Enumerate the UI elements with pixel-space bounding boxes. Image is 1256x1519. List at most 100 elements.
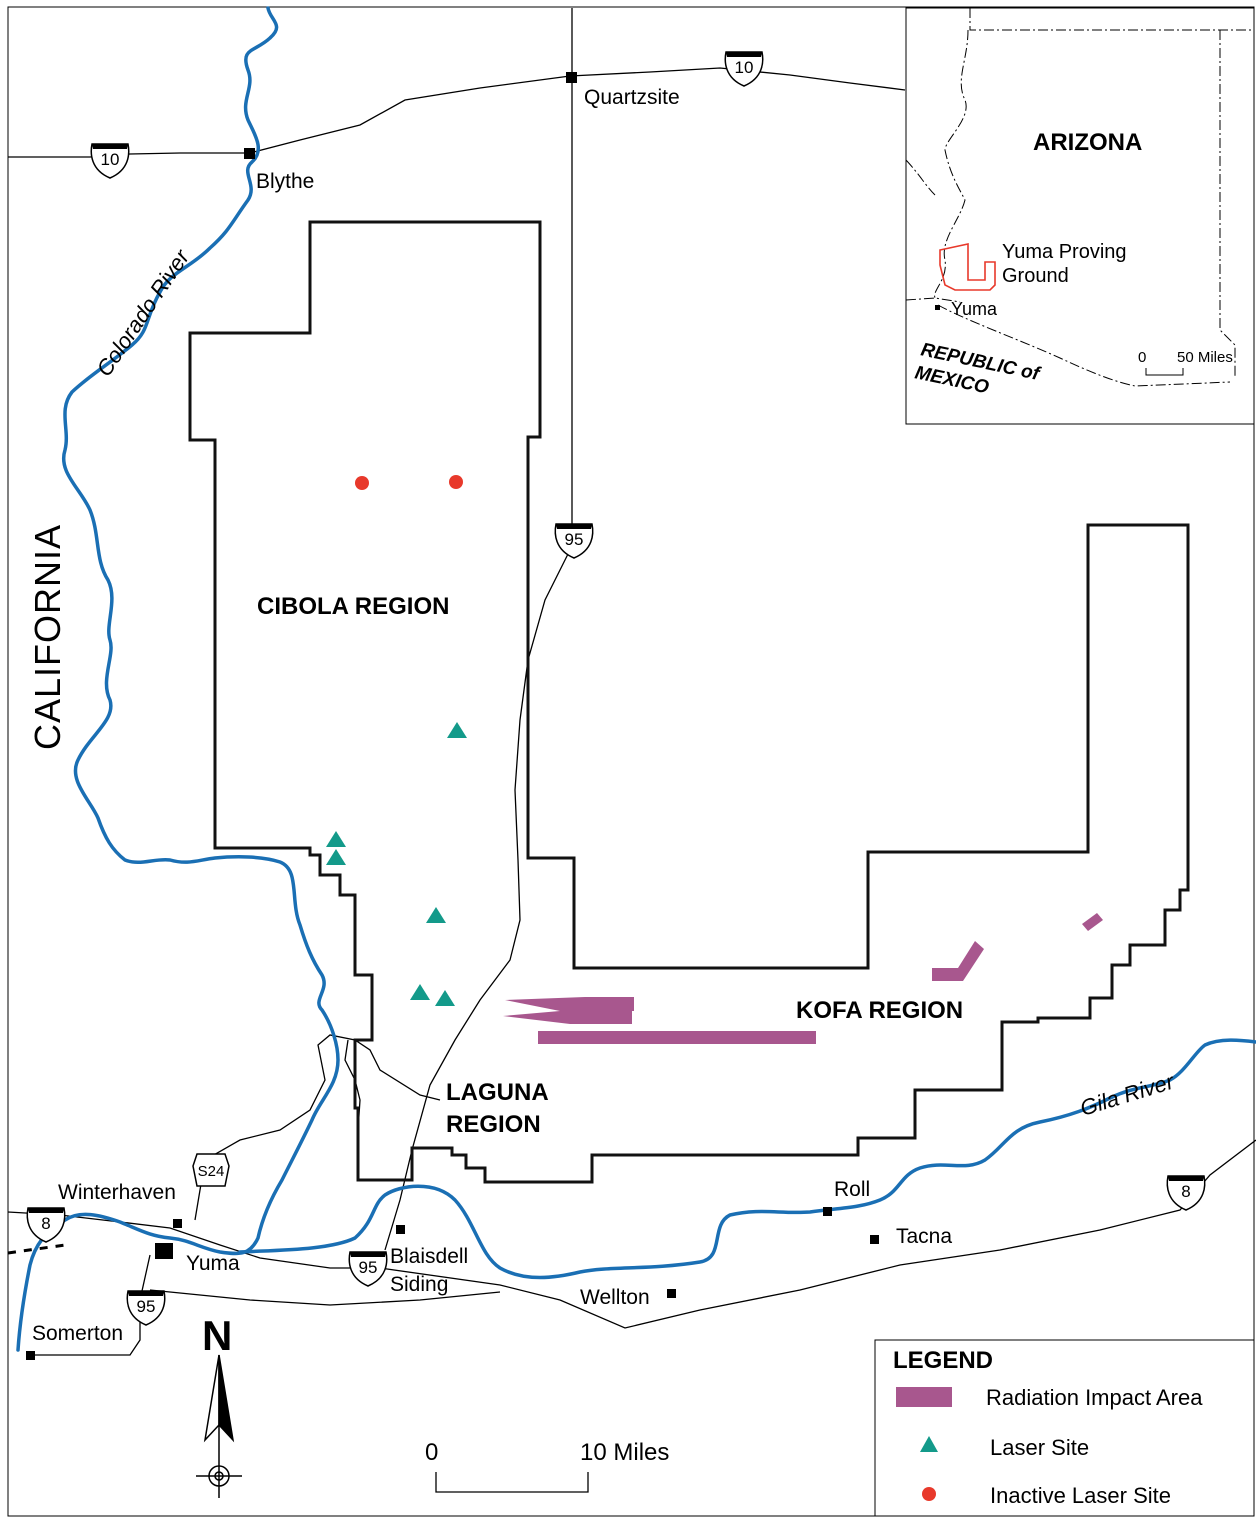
inset-map: ARIZONA Yuma Proving Ground Yuma REPUBLI… (905, 7, 1255, 425)
town-marker-yuma (155, 1243, 173, 1259)
legend-swatch-laser (920, 1436, 938, 1452)
north-arrow-label: N (202, 1312, 232, 1359)
scale-bar-start: 0 (425, 1439, 438, 1466)
road-i10 (8, 67, 906, 158)
kofa-region-label: KOFA REGION (796, 997, 963, 1024)
inset-scale-end: 50 Miles (1177, 349, 1233, 366)
inset-ypg-label-line1: Yuma Proving (1002, 241, 1127, 263)
inset-frame (905, 7, 1255, 425)
interstate-shield-8-east: 8 (1166, 1175, 1206, 1211)
legend-item-label: Radiation Impact Area (986, 1385, 1203, 1410)
road-yuma-south (149, 1289, 501, 1306)
laser-site-marker (447, 722, 467, 738)
road-i8-yuma (7, 1139, 1256, 1329)
road-network (7, 8, 1256, 1356)
impact-area-west-lower (503, 1011, 632, 1024)
laguna-region-label-line2: REGION (446, 1111, 541, 1138)
blaisdell-label-line2: Siding (390, 1273, 448, 1296)
town-marker-somerton (26, 1351, 35, 1360)
quartzsite-label: Quartzsite (584, 86, 680, 109)
somerton-label: Somerton (32, 1322, 123, 1345)
roll-label: Roll (834, 1178, 870, 1201)
legend-item-label: Laser Site (990, 1435, 1089, 1460)
gila-river (238, 1038, 1256, 1280)
impact-area-central (538, 1031, 816, 1044)
legend-swatch-inactive (922, 1487, 936, 1501)
rivers (16, 6, 1256, 1352)
shield-label: 10 (101, 150, 120, 169)
impact-area-west-upper (505, 997, 634, 1011)
shield-label: 95 (359, 1258, 378, 1277)
radiation-impact-areas (503, 913, 1103, 1044)
us-shield-95-south: 95 (126, 1290, 166, 1326)
town-marker-winterhaven (173, 1219, 182, 1228)
scale-bar-end: 10 Miles (580, 1439, 669, 1466)
road-s24 (194, 1034, 441, 1221)
legend-item-label: Inactive Laser Site (990, 1483, 1171, 1508)
wellton-label: Wellton (580, 1286, 650, 1309)
tacna-label: Tacna (896, 1225, 952, 1248)
laguna-region-label-line1: LAGUNA (446, 1079, 549, 1106)
town-marker-tacna (870, 1235, 879, 1244)
road-us95 (384, 549, 571, 1251)
laser-site-marker (426, 907, 446, 923)
interstate-shield-8-west: 8 (26, 1207, 66, 1243)
us-shield-95-north: 95 (554, 523, 594, 559)
yuma-label: Yuma (186, 1252, 240, 1275)
town-markers (26, 72, 879, 1360)
town-marker-blaisdell (396, 1225, 405, 1234)
highway-shields: 10 10 95 95 95 8 8 (26, 51, 1206, 1326)
town-marker-roll (823, 1207, 832, 1216)
map-frame (7, 6, 1255, 1517)
inset-arizona-label: ARIZONA (1033, 129, 1142, 156)
inactive-laser-site-marker (449, 475, 463, 489)
impact-area-kofa-east (1082, 913, 1103, 931)
cibola-region-label: CIBOLA REGION (257, 593, 449, 620)
shield-label: 95 (137, 1297, 156, 1316)
town-marker-wellton (667, 1289, 676, 1298)
shield-label: 95 (565, 530, 584, 549)
inset-scale-start: 0 (1138, 349, 1146, 366)
laser-site-marker (410, 984, 430, 1000)
blythe-label: Blythe (256, 170, 314, 193)
inactive-laser-sites (355, 475, 463, 490)
shield-label: 8 (1181, 1182, 1190, 1201)
ypg-boundary (188, 220, 1190, 1184)
north-arrow: N (196, 1312, 242, 1498)
state-route-shield-s24: S24 (192, 1153, 230, 1187)
inset-state-borders (905, 8, 1254, 387)
colorado-river-label: Colorado River (91, 244, 195, 381)
shield-label: S24 (198, 1163, 225, 1180)
laser-site-marker (326, 849, 346, 865)
interstate-shield-10-west: 10 (90, 143, 130, 179)
laser-sites (326, 722, 467, 1006)
scale-bar: 0 10 Miles (425, 1439, 669, 1493)
inset-ypg-label-line2: Ground (1002, 265, 1069, 287)
inset-yuma-marker (935, 305, 940, 310)
town-marker-blythe (244, 148, 255, 159)
blaisdell-label-line1: Blaisdell (390, 1245, 468, 1268)
interstate-shield-10-east: 10 (724, 51, 764, 87)
legend-box (874, 1339, 1255, 1517)
impact-area-kofa-hook (932, 941, 984, 981)
laser-site-marker (435, 990, 455, 1006)
road-yuma-somerton (35, 1254, 151, 1356)
north-arrow-right-half (218, 1354, 235, 1443)
legend-title: LEGEND (893, 1347, 993, 1374)
shield-label: 8 (41, 1214, 50, 1233)
shield-label: 10 (735, 58, 754, 77)
us-shield-95-blaisdell: 95 (348, 1251, 388, 1287)
winterhaven-label: Winterhaven (58, 1181, 176, 1204)
legend: LEGEND Radiation Impact Area Laser Site … (874, 1339, 1255, 1517)
inset-ypg-outline (939, 243, 996, 291)
north-arrow-left-half (203, 1354, 220, 1443)
compass-circle (208, 1465, 230, 1487)
inset-yuma-label: Yuma (951, 299, 998, 319)
laser-site-marker (326, 831, 346, 847)
inactive-laser-site-marker (355, 476, 369, 490)
gila-river-label: Gila River (1077, 1068, 1178, 1121)
california-label: CALIFORNIA (27, 524, 68, 750)
legend-swatch-impact (896, 1387, 952, 1407)
town-marker-quartzsite (566, 72, 577, 83)
